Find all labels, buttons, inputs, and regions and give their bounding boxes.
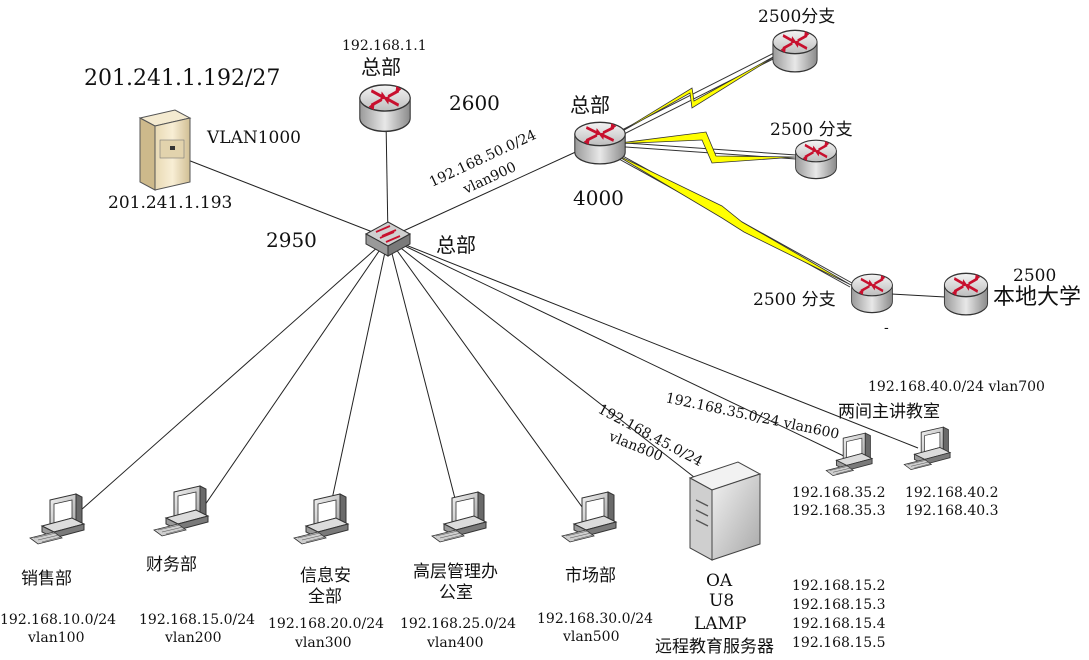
pc-market xyxy=(561,491,617,543)
link-switch-router-4000 xyxy=(387,149,581,239)
dept-security-vlan: vlan300 xyxy=(294,635,351,651)
edu-ip-1: 192.168.15.2 xyxy=(792,578,886,594)
local-uni-model-label: 2500 xyxy=(1013,266,1056,286)
server-ip-label: 201.241.1.193 xyxy=(108,193,232,213)
wan-link-b2 xyxy=(611,131,797,164)
link-classroom xyxy=(387,237,919,449)
classroom-net-label: 192.168.40.0/24 vlan700 xyxy=(868,379,1045,395)
wan-links xyxy=(609,49,853,288)
dept-mgmt-name-2: 公室 xyxy=(439,583,473,603)
link-sales xyxy=(71,237,389,519)
pc40-ip-2: 192.168.40.3 xyxy=(905,503,999,519)
dept-market-net: 192.168.30.0/24 xyxy=(537,611,653,627)
link-vlan600 xyxy=(387,237,849,459)
pc35-ip-1: 192.168.35.2 xyxy=(792,485,886,501)
dept-finance-name: 财务部 xyxy=(146,555,197,575)
link-finance xyxy=(195,237,389,519)
dept-sales-net: 192.168.10.0/24 xyxy=(0,612,116,628)
wan-link-b3 xyxy=(609,149,853,288)
link-edu-server xyxy=(387,237,709,489)
pc-sales xyxy=(29,493,85,545)
edu-ip-2: 192.168.15.3 xyxy=(792,597,886,613)
server-vlan-label: VLAN1000 xyxy=(206,128,301,148)
network-links xyxy=(71,119,946,519)
link-switch-router-top xyxy=(385,119,389,239)
public-subnet-label: 201.241.1.192/27 xyxy=(84,66,280,91)
wan-link-b1 xyxy=(611,49,784,140)
router-top-model-label: 2600 xyxy=(449,91,500,115)
branch-3-mark: - xyxy=(884,320,889,336)
branch-3-label: 2500 分支 xyxy=(753,290,836,310)
router-top-name-label: 总部 xyxy=(361,55,401,79)
branch-router-1 xyxy=(771,28,819,74)
branch-router-3 xyxy=(850,272,894,314)
pc-classroom xyxy=(903,426,951,471)
dept-market-vlan: vlan500 xyxy=(562,629,619,645)
dept-market-name: 市场部 xyxy=(565,566,616,586)
pc40-ip-1: 192.168.40.2 xyxy=(905,485,999,501)
router-4000-model-label: 4000 xyxy=(573,186,624,210)
dept-mgmt-net: 192.168.25.0/24 xyxy=(400,616,516,632)
dept-finance-net: 192.168.15.0/24 xyxy=(139,612,255,628)
link-switch-server xyxy=(174,154,389,239)
pc35-ip-2: 192.168.35.3 xyxy=(792,503,886,519)
local-university-router xyxy=(942,271,990,317)
dept-mgmt-vlan: vlan400 xyxy=(426,635,483,651)
branch-2-label: 2500 分支 xyxy=(770,120,853,140)
branch-1-label: 2500分支 xyxy=(758,7,835,27)
classroom-name-label: 两间主讲教室 xyxy=(838,402,940,422)
link-security xyxy=(327,237,389,519)
switch-name-label: 总部 xyxy=(436,233,476,257)
router-top xyxy=(358,83,412,133)
edu-server-icon xyxy=(688,461,762,561)
dept-sales-vlan: vlan100 xyxy=(27,630,84,646)
link-mgmt xyxy=(387,237,461,519)
dept-sales-name: 销售部 xyxy=(21,569,72,589)
pc-finance xyxy=(153,485,209,537)
pc-mgmt xyxy=(431,491,487,543)
edu-server-u8: U8 xyxy=(709,591,734,611)
edu-ip-4: 192.168.15.5 xyxy=(792,635,886,651)
edu-server-lamp: LAMP xyxy=(694,614,746,634)
edu-ip-3: 192.168.15.4 xyxy=(792,616,886,632)
switch-model-label: 2950 xyxy=(266,228,317,252)
dept-mgmt-name-1: 高层管理办 xyxy=(413,562,498,582)
router-top-ip-label: 192.168.1.1 xyxy=(342,38,427,54)
edu-server-name: 远程教育服务器 xyxy=(655,637,774,657)
router-4000 xyxy=(573,120,627,166)
dept-security-name-2: 全部 xyxy=(308,587,342,607)
local-uni-name-label: 本地大学 xyxy=(993,285,1081,310)
dept-finance-vlan: vlan200 xyxy=(164,630,221,646)
pc-security xyxy=(293,493,349,545)
link-market xyxy=(387,237,591,519)
edu-server-oa: OA xyxy=(706,571,733,591)
branch-router-2 xyxy=(794,138,838,180)
server-icon xyxy=(138,109,192,191)
dept-security-net: 192.168.20.0/24 xyxy=(268,616,384,632)
vlan600-link-label: 192.168.35.0/24 vlan600 xyxy=(664,390,840,442)
dept-security-name-1: 信息安 xyxy=(300,566,351,586)
router-4000-name-label: 总部 xyxy=(570,93,610,117)
router-icon xyxy=(358,83,412,133)
router-icon xyxy=(573,120,627,166)
core-switch-icon xyxy=(365,221,411,257)
